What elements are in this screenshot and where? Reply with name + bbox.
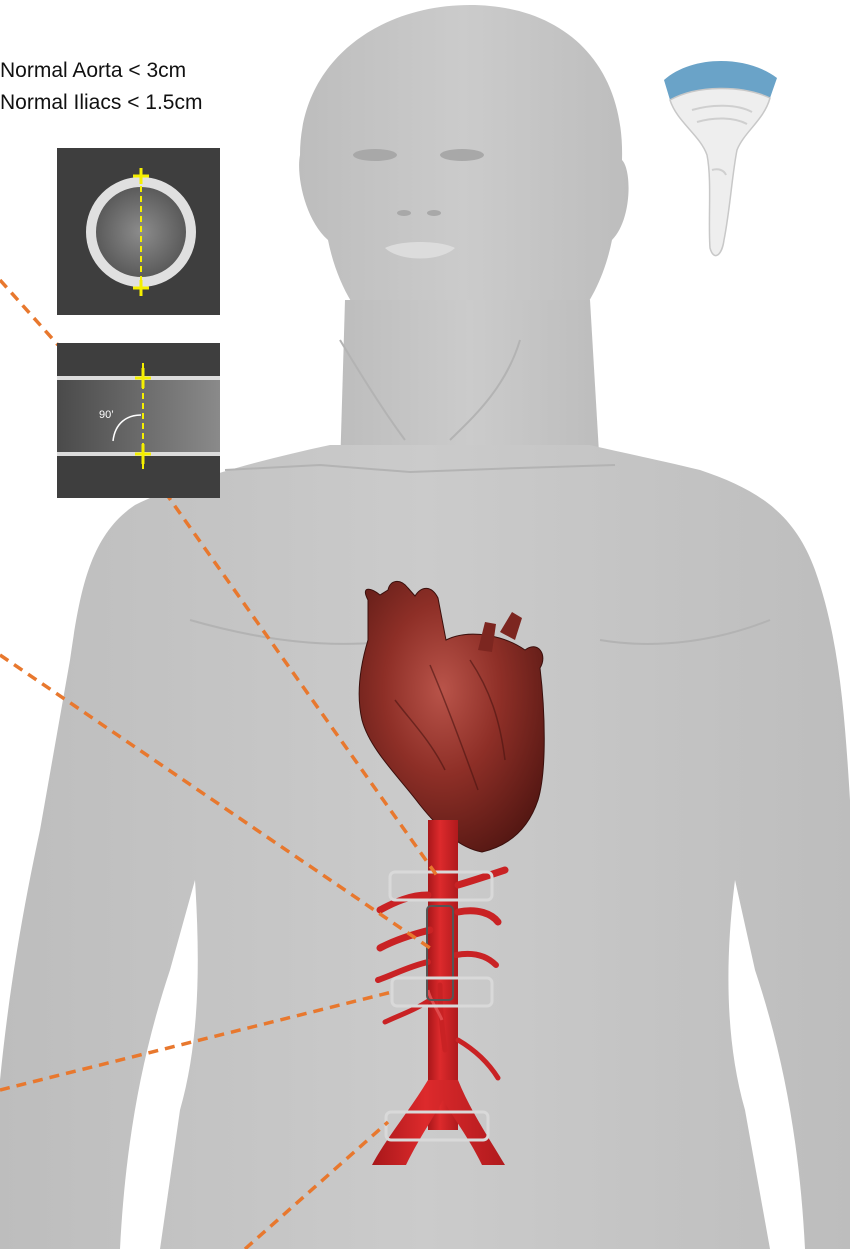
transverse-aorta-view [57,148,220,315]
leader-upper-left [0,280,58,345]
normal-values-legend: Normal Aorta < 3cm Normal Iliacs < 1.5cm [0,55,202,119]
aorta-normal-label: Normal Aorta < 3cm [0,55,202,87]
longitudinal-aorta-view: 90’ [57,343,220,498]
curvilinear-probe-icon [652,50,782,275]
neck [340,300,600,470]
iliac-normal-label: Normal Iliacs < 1.5cm [0,87,202,119]
angle-label: 90’ [99,409,114,421]
